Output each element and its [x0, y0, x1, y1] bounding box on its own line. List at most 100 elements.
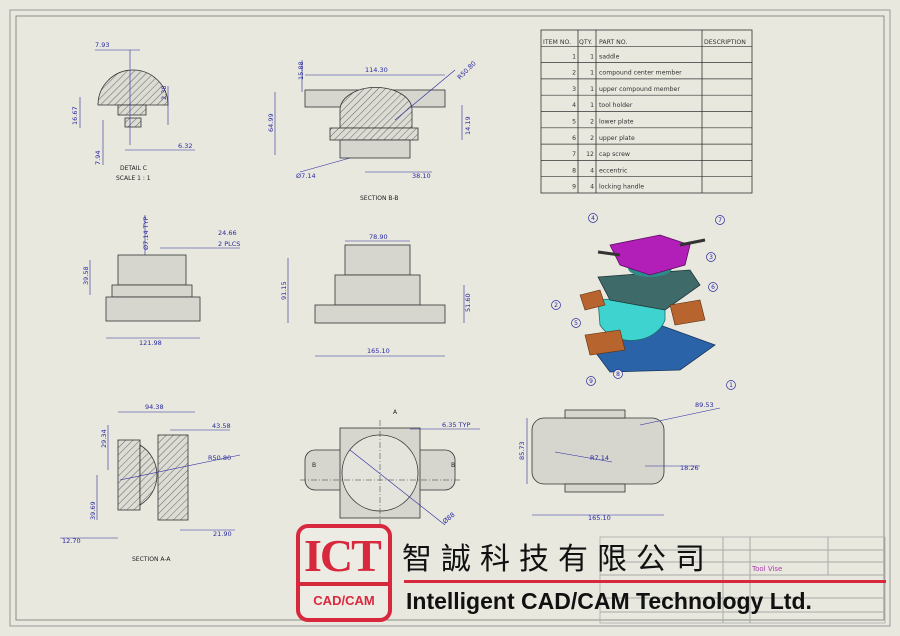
lower-plate-part — [584, 329, 626, 356]
balloon-circle — [551, 300, 561, 310]
dim-text: 6.32 — [178, 142, 192, 150]
balloon-number: 9 — [589, 378, 593, 385]
bom-cell-qty: 2 — [590, 135, 594, 142]
company-name-english: Intelligent CAD/CAM Technology Ltd. — [406, 588, 812, 614]
upper-plate-part — [669, 299, 706, 326]
dim-text: 15.88 — [297, 61, 305, 80]
dim-text: 91.15 — [280, 281, 288, 300]
isometric-view — [579, 234, 716, 373]
balloon-circle — [613, 369, 623, 379]
dim-text: R7.14 — [590, 454, 609, 462]
balloon-circle — [708, 282, 718, 292]
bom-cell-part: saddle — [599, 53, 620, 60]
bom-cell-qty: 1 — [590, 86, 594, 93]
bom-header-part: PART NO. — [599, 39, 627, 46]
bom-cell-qty: 12 — [586, 151, 594, 158]
bom-cell-qty: 1 — [590, 102, 594, 109]
dim-text: R50.80 — [208, 454, 231, 462]
section-marker-a: A — [393, 409, 398, 416]
dim-text: 2 PLCS — [218, 240, 240, 248]
company-logo: ICT CAD/CAM — [296, 524, 392, 622]
dim-text: 89.53 — [695, 401, 714, 409]
bom-cell-qty: 1 — [590, 70, 594, 77]
balloon-circle — [588, 213, 598, 223]
logo-text: ICT — [304, 530, 382, 581]
bom-cell-item: 3 — [572, 86, 576, 93]
dim-text: 43.58 — [212, 422, 231, 430]
bom-cell-item: 6 — [572, 135, 576, 142]
upper-compound-part — [597, 269, 701, 311]
bom-cell-qty: 2 — [590, 119, 594, 126]
bom-cell-qty: 4 — [590, 167, 594, 174]
dim-text: Ø7.14 TYP — [142, 216, 150, 250]
bom-cell-part: tool holder — [599, 102, 633, 109]
bom-header-item: ITEM NO. — [543, 39, 571, 46]
upper-plate-part — [579, 289, 606, 311]
bom-cell-part: lower plate — [599, 119, 634, 126]
dim-text: 39.58 — [82, 266, 90, 285]
section-marker-b: B — [312, 462, 316, 469]
balloon-circle — [571, 318, 581, 328]
bom-cell-part: locking handle — [599, 184, 644, 191]
bom-cell-item: 7 — [572, 151, 576, 158]
balloon-number: 4 — [591, 215, 595, 222]
bom-cell-item: 2 — [572, 70, 576, 77]
bom-cell-item: 1 — [572, 53, 576, 60]
bom-cell-item: 5 — [572, 119, 576, 126]
balloon-number: 1 — [729, 382, 733, 389]
bom-table: ITEM NO. QTY. PART NO. DESCRIPTION 1 1 sad… — [540, 29, 753, 194]
dim-text: 85.73 — [518, 441, 526, 460]
dim-text: 29.34 — [100, 429, 108, 448]
dim-text: 165.10 — [367, 347, 390, 355]
bom-cell-part: eccentric — [599, 167, 628, 174]
dim-text: 51.60 — [464, 293, 472, 312]
divider — [404, 580, 886, 583]
dim-text: 12.70 — [62, 537, 81, 545]
company-name-chinese: 智誠科技有限公司 — [402, 542, 714, 577]
detail-c-view: 7.93 16.67 7.94 6.32 2.38 DETAIL C SCALE… — [71, 41, 195, 182]
balloon-number: 8 — [616, 371, 620, 378]
dim-text: 24.66 — [218, 229, 237, 237]
dim-text: 114.30 — [365, 66, 388, 74]
dim-text: 7.93 — [95, 41, 109, 49]
dim-text: R50.80 — [456, 59, 478, 81]
front-view: 78.90 91.15 51.60 165.10 — [280, 233, 472, 357]
balloon-number: 3 — [709, 254, 713, 261]
right-view: 89.53 85.73 R7.14 18.26 165.10 — [518, 401, 721, 522]
balloon-circle — [726, 380, 736, 390]
dim-text: 14.19 — [464, 116, 472, 135]
dim-text: 78.90 — [369, 233, 388, 241]
dim-text: 165.10 — [588, 514, 611, 522]
bom-header-qty: QTY. — [579, 39, 592, 46]
dim-text: 39.69 — [89, 501, 97, 520]
logo-subtitle: CAD/CAM — [300, 582, 388, 618]
bom-cell-part: upper plate — [599, 135, 635, 142]
bom-cell-part: compound center member — [599, 70, 682, 77]
cap-screw-part — [679, 238, 706, 247]
balloon-circle — [715, 215, 725, 225]
tool-holder-part — [609, 234, 691, 276]
bom-cell-item: 9 — [572, 184, 576, 191]
dim-text: 94.38 — [145, 403, 164, 411]
bom-cell-qty: 1 — [590, 53, 594, 60]
top-view: A 6.35 TYP B B Ø88 — [300, 409, 480, 526]
view-scale: SCALE 1 : 1 — [116, 175, 151, 182]
balloon-number: 5 — [574, 320, 578, 327]
dim-text: Ø7.14 — [296, 172, 316, 180]
dim-text: 18.26 — [680, 464, 699, 472]
drawing-title: Tool Vise — [752, 565, 783, 573]
dim-text: 38.10 — [412, 172, 431, 180]
dim-text: 121.98 — [139, 339, 162, 347]
bom-cell-qty: 4 — [590, 184, 594, 191]
view-label: DETAIL C — [120, 165, 147, 172]
bom-cell-item: 8 — [572, 167, 576, 174]
drawing-frame — [15, 15, 885, 621]
bom-cell-part: upper compound member — [599, 86, 680, 93]
section-aa-view: 94.38 43.58 29.34 R50.80 39.69 12.70 21.… — [60, 403, 241, 563]
dim-text: 7.94 — [94, 151, 102, 165]
bom-header-description: DESCRIPTION — [704, 39, 746, 46]
section-marker-b: B — [451, 462, 455, 469]
